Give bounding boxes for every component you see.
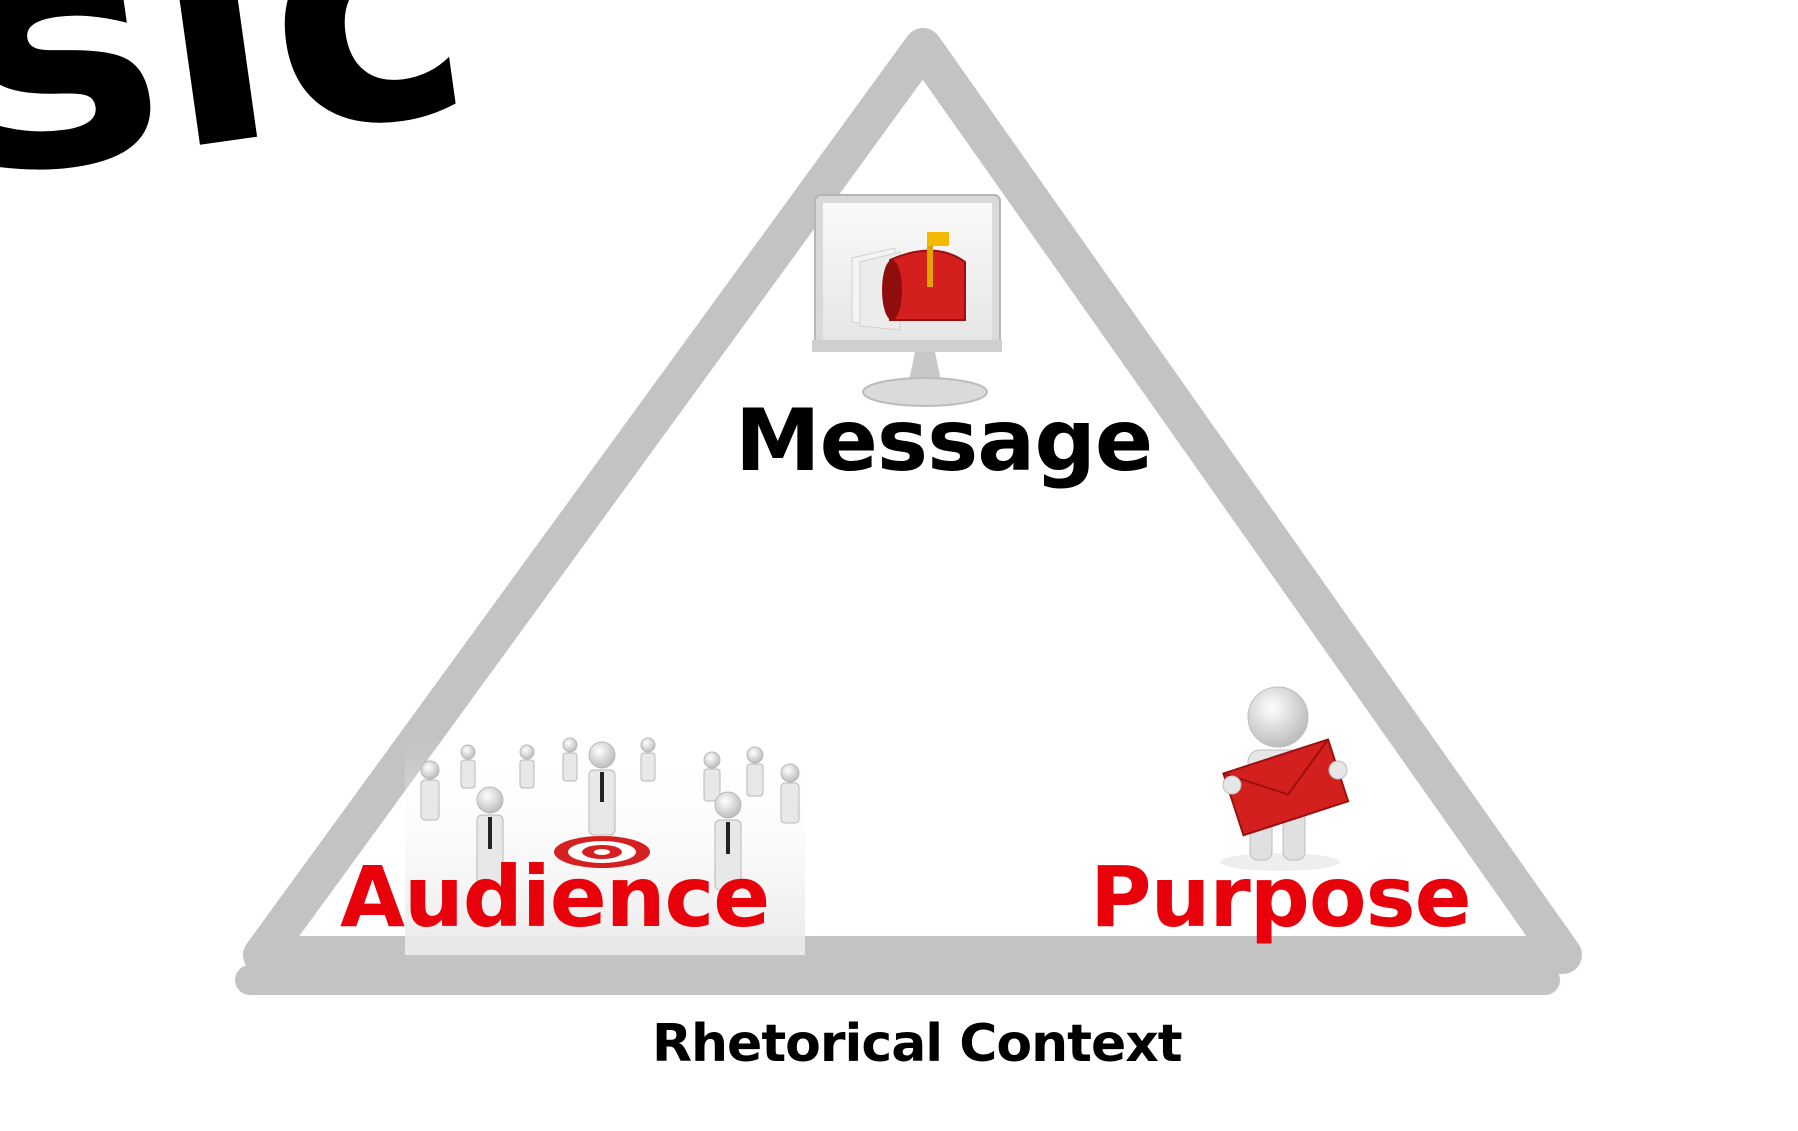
triangle-outline bbox=[235, 28, 1582, 995]
vertex-label-message: Message bbox=[735, 391, 1153, 491]
background-text-fragment: sic bbox=[0, 0, 489, 253]
vertex-label-purpose: Purpose bbox=[1090, 848, 1472, 946]
vertex-label-audience: Audience bbox=[340, 848, 770, 946]
person-holding-envelope-icon bbox=[1220, 686, 1350, 871]
crowd-target-icon bbox=[405, 737, 805, 955]
diagram-caption: Rhetorical Context bbox=[652, 1014, 1183, 1074]
computer-monitor-mailbox-icon bbox=[812, 194, 1002, 407]
